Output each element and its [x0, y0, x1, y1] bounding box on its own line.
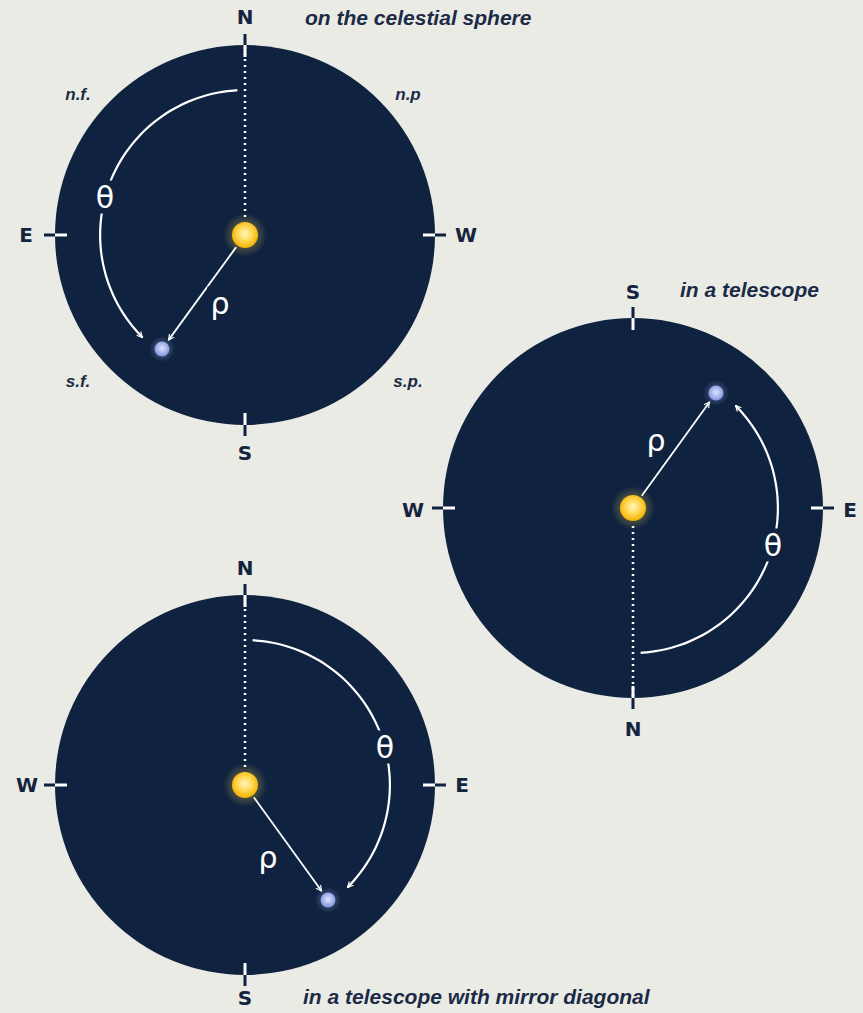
- tick-mark: [432, 507, 443, 510]
- tick-mark: [55, 234, 67, 237]
- compass-letter: S: [238, 987, 252, 1009]
- tick-mark: [811, 507, 823, 510]
- field-disc: [55, 595, 435, 975]
- companion-star: [155, 342, 170, 357]
- caption: in a telescope: [680, 278, 819, 301]
- tick-mark: [435, 234, 446, 237]
- separation-label: ρ: [643, 424, 668, 457]
- caption: on the celestial sphere: [305, 6, 531, 29]
- primary-star: [232, 222, 258, 248]
- star-glow: [223, 213, 267, 257]
- tick-mark: [244, 413, 247, 425]
- compass-letter: E: [455, 774, 469, 796]
- field-disc: [443, 318, 823, 698]
- primary-star: [232, 772, 258, 798]
- star-glow: [223, 763, 267, 807]
- separation-label: ρ: [255, 841, 280, 874]
- companion-star: [321, 893, 336, 908]
- tick-mark: [632, 307, 635, 318]
- separation-arrow: [168, 247, 236, 340]
- tick-mark: [244, 975, 247, 986]
- tick-mark: [244, 584, 247, 595]
- tick-mark: [44, 784, 55, 787]
- tick-mark: [823, 507, 834, 510]
- compass-letter: E: [19, 224, 33, 246]
- compass-letter: W: [16, 774, 38, 796]
- sky-field: [44, 34, 446, 436]
- tick-mark: [435, 784, 446, 787]
- tick-mark: [423, 234, 435, 237]
- compass-letter: S: [626, 281, 640, 303]
- tick-mark: [244, 34, 247, 45]
- north-line: [244, 47, 247, 219]
- compass-letter: W: [402, 499, 424, 521]
- compass-letter: N: [237, 6, 254, 28]
- sky-field: [44, 584, 446, 986]
- tick-mark: [244, 45, 247, 57]
- separation-label: ρ: [207, 287, 232, 320]
- tick-mark: [443, 507, 455, 510]
- compass-letter: N: [625, 718, 642, 740]
- quadrant-label: n.f.: [65, 86, 91, 105]
- tick-mark: [632, 698, 635, 709]
- north-line: [244, 597, 247, 769]
- compass-letter: N: [237, 557, 254, 579]
- primary-star: [620, 495, 646, 521]
- quadrant-label: n.p: [395, 86, 421, 105]
- compass-letter: S: [238, 442, 252, 464]
- tick-mark: [44, 234, 55, 237]
- north-line: [632, 524, 635, 696]
- tick-mark: [244, 595, 247, 607]
- tick-mark: [55, 784, 67, 787]
- angle-arc: [641, 405, 778, 652]
- quadrant-label: s.f.: [66, 373, 91, 392]
- tick-mark: [244, 963, 247, 975]
- separation-arrow: [642, 402, 710, 496]
- separation-arrow: [254, 797, 322, 891]
- sky-field: [432, 307, 834, 709]
- compass-letter: E: [843, 499, 857, 521]
- companion-glow: [149, 336, 175, 362]
- companion-glow: [703, 380, 729, 406]
- angle-arc: [100, 90, 237, 337]
- companion-glow: [315, 887, 341, 913]
- field-disc: [55, 45, 435, 425]
- tick-mark: [244, 425, 247, 436]
- star-glow: [611, 486, 655, 530]
- tick-mark: [423, 784, 435, 787]
- companion-star: [709, 386, 724, 401]
- tick-mark: [632, 318, 635, 330]
- quadrant-label: s.p.: [393, 373, 422, 392]
- angle-label: θ: [373, 731, 397, 764]
- angle-arc: [253, 640, 390, 887]
- compass-letter: W: [455, 224, 477, 246]
- tick-mark: [632, 686, 635, 698]
- caption: in a telescope with mirror diagonal: [303, 986, 650, 1009]
- angle-label: θ: [761, 529, 785, 562]
- angle-label: θ: [93, 181, 117, 214]
